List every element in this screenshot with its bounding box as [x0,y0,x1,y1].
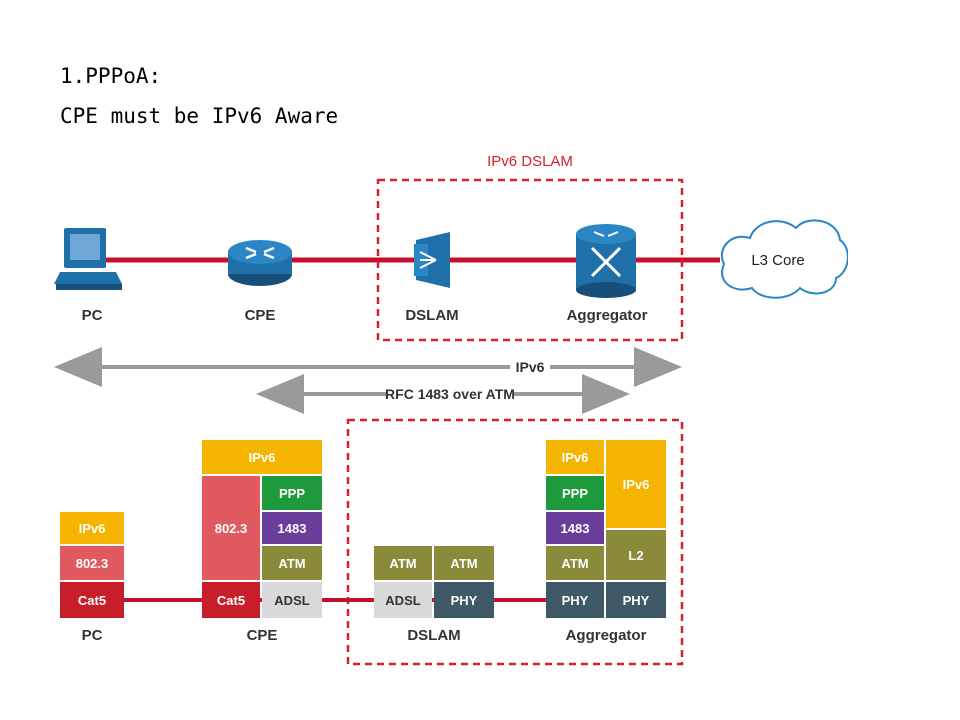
aggregator-stack: IPv6 PPP 1483 ATM PHY IPv6 L2 PHY [546,440,666,618]
agg-stack-l2-text: L2 [628,548,643,563]
cpe-stack-label: CPE [247,627,278,644]
agg-stack-ipv6-right-text: IPv6 [623,477,650,492]
slide-title-line1: 1.PPPoA: [60,64,162,88]
cpe-stack-1483-text: 1483 [278,521,307,536]
agg-stack-ppp-text: PPP [562,486,588,501]
cpe-stack-8023-text: 802.3 [215,521,248,536]
dslam-stack-atm-right [434,546,494,580]
agg-stack-1483 [546,512,604,544]
dslam-label: DSLAM [405,307,458,324]
dslam-box-label: IPv6 DSLAM [487,153,573,170]
dslam-stack-phy [434,582,494,618]
cpe-stack-8023 [202,476,260,580]
agg-stack-atm-text: ATM [561,556,588,571]
pc-icon [54,228,122,290]
ipv6-arrow-label: IPv6 [516,359,545,375]
agg-stack-phy-right [606,582,666,618]
cpe-stack-cat5 [202,582,260,618]
pc-label: PC [82,307,103,324]
dslam-stack-phy-text: PHY [451,593,478,608]
pc-stack-cat5-text: Cat5 [78,593,106,608]
pc-stack-cat5 [60,582,124,618]
agg-stack-phy-left-text: PHY [562,593,589,608]
diagram-panel: IPv6 DSLAM PC CPE DSLAM Aggregator L3 Co… [52,148,848,668]
agg-stack-ipv6-left [546,440,604,474]
pc-stack: IPv6 802.3 Cat5 [60,512,124,618]
agg-stack-ppp [546,476,604,510]
cpe-stack-ipv6-text: IPv6 [249,450,276,465]
dslam-stack-atm-left-text: ATM [389,556,416,571]
cpe-router-icon [228,240,292,286]
agg-stack-atm [546,546,604,580]
aggregator-label: Aggregator [567,307,648,324]
cpe-stack-cat5-text: Cat5 [217,593,245,608]
dslam-dashed-box [376,178,684,342]
aggregator-stack-label: Aggregator [566,627,647,644]
dslam-stack: ATM ADSL ATM PHY [374,546,494,618]
cpe-label: CPE [245,307,276,324]
pc-stack-8023 [60,546,124,580]
cpe-stack-ppp-text: PPP [279,486,305,501]
slide-title-line2: CPE must be IPv6 Aware [60,104,339,128]
pc-stack-8023-text: 802.3 [76,556,109,571]
agg-stack-phy-left [546,582,604,618]
pppoa-diagram: IPv6 DSLAM PC CPE DSLAM Aggregator L3 Co… [54,153,848,666]
rfc1483-arrow-label: RFC 1483 over ATM [385,386,515,402]
cpe-stack-ipv6 [202,440,322,474]
dslam-stack-adsl-text: ADSL [385,593,420,608]
dslam-stack-adsl [374,582,432,618]
pc-stack-ipv6-text: IPv6 [79,521,106,536]
dslam-stack-atm-left [374,546,432,580]
cpe-stack-atm-text: ATM [278,556,305,571]
core-label: L3 Core [751,252,804,269]
l3-core-cloud-icon [721,219,848,299]
dslam-stack-atm-right-text: ATM [450,556,477,571]
cpe-stack-adsl-text: ADSL [274,593,309,608]
dslam-icon [414,232,450,288]
agg-stack-l2 [606,530,666,580]
agg-stack-phy-right-text: PHY [623,593,650,608]
agg-stack-ipv6-left-text: IPv6 [562,450,589,465]
cpe-stack: IPv6 802.3 Cat5 PPP 1483 ATM ADSL [202,440,322,618]
cpe-stack-1483 [262,512,322,544]
agg-stack-1483-text: 1483 [561,521,590,536]
bottom-dslam-dashed-box [346,418,684,666]
agg-stack-ipv6-right [606,440,666,528]
aggregator-switch-icon [576,224,636,298]
pc-stack-label: PC [82,627,103,644]
pc-stack-ipv6 [60,512,124,544]
cpe-stack-adsl [262,582,322,618]
dslam-stack-label: DSLAM [407,627,460,644]
cpe-stack-ppp [262,476,322,510]
cpe-stack-atm [262,546,322,580]
